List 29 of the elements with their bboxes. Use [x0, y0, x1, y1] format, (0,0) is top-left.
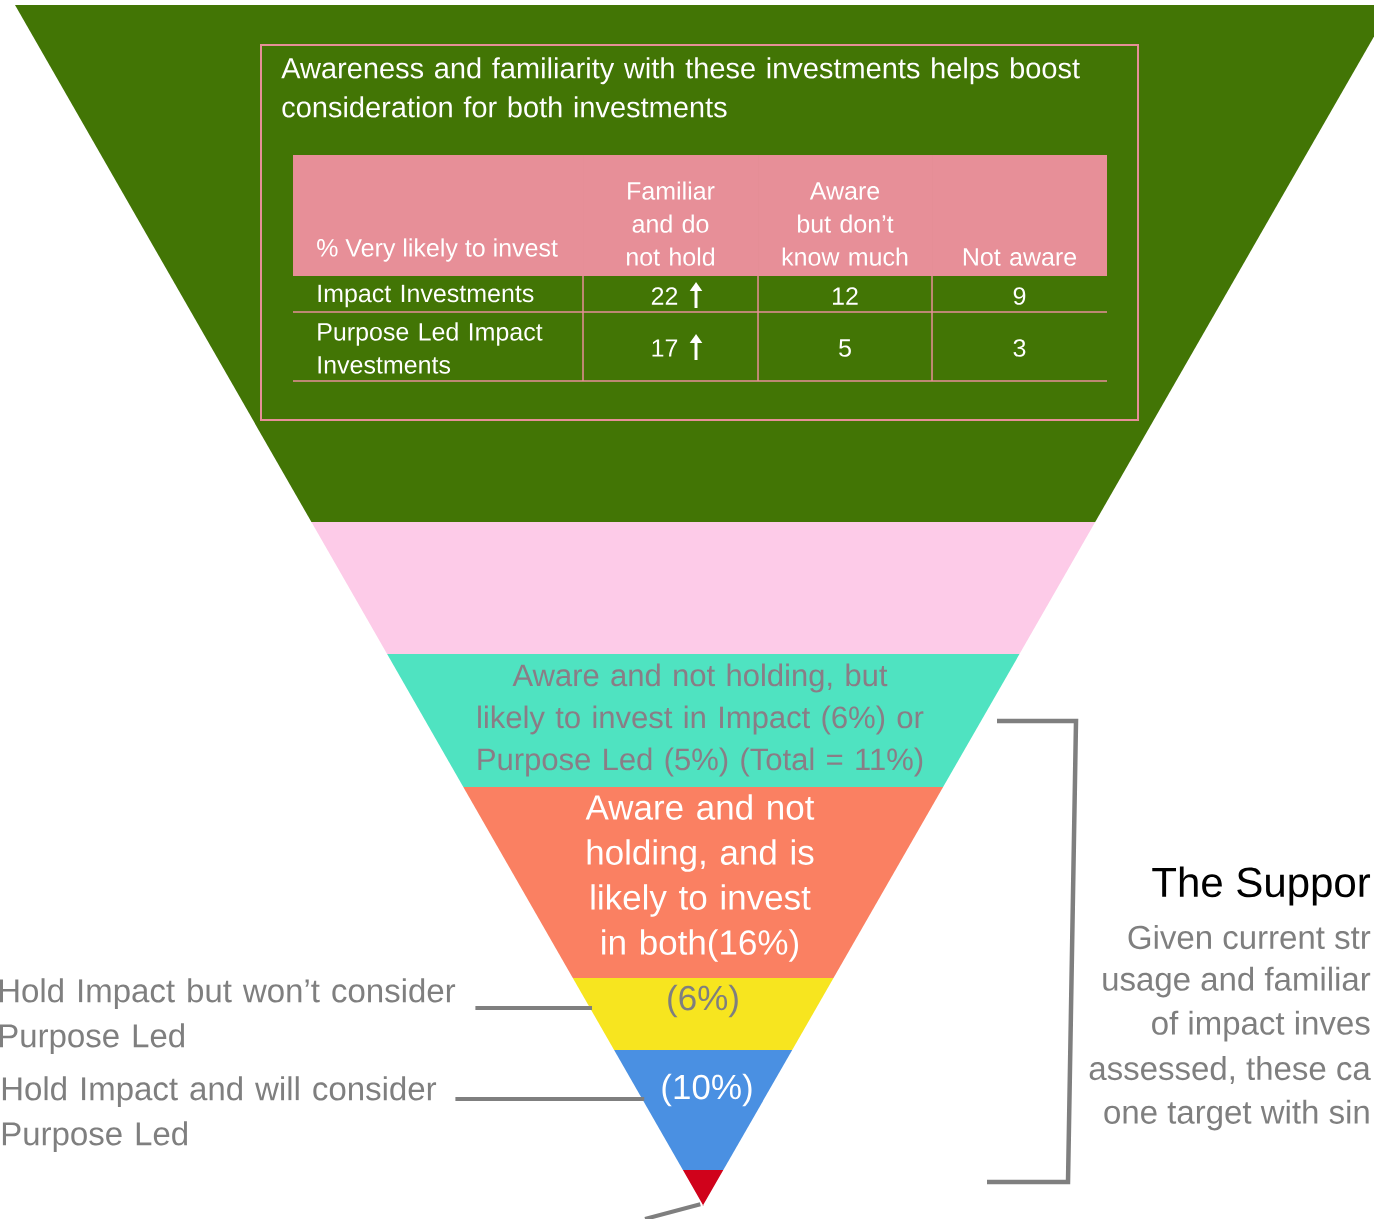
- table-cell: 22: [651, 287, 678, 305]
- funnel-band: (6%): [572, 978, 834, 1050]
- table-cell: 12: [833, 287, 858, 305]
- callout-text: Hold Impact but won’t consider Purpose Led: [0, 978, 456, 1054]
- table-cell: 3: [1013, 339, 1026, 357]
- body-text: Given current str: [1128, 924, 1371, 950]
- body-text: one target with sin: [1104, 1099, 1369, 1131]
- table-cell: 5: [839, 339, 851, 357]
- table-cell: 9: [1013, 287, 1026, 305]
- heading: The Suppor: [1152, 866, 1371, 906]
- table-header-cell: Familiar and do not hold: [583, 155, 758, 276]
- leader-line: [455, 1097, 645, 1101]
- body-text: assessed, these ca: [1089, 1055, 1371, 1085]
- body-text: usage and familiar: [1103, 966, 1371, 998]
- table-header-cell: % Very likely to invest: [293, 155, 583, 276]
- table-header-cell: Aware but don’t know much: [758, 155, 932, 276]
- funnel-band: Aware and not holding, but likely to invest in Impact (6%) or Purpose Led (5%) (Total = 11%): [387, 654, 1020, 787]
- funnel-band: Aware and not holding, and is likely to invest in both(16%): [463, 787, 944, 978]
- table-cell: 17: [652, 339, 678, 357]
- table-cell: Purpose Led Impact Investments: [318, 322, 543, 374]
- funnel-band: (10%): [614, 1050, 793, 1170]
- funnel-band: [682, 1170, 724, 1206]
- leader-line: [644, 1202, 701, 1219]
- leader-line: [475, 1006, 592, 1010]
- body-text: of impact inves: [1152, 1010, 1370, 1042]
- table-cell: Impact Investments: [318, 284, 534, 308]
- funnel-band: [311, 522, 1096, 654]
- callout-text: Hold Impact and will consider Purpose Led: [2, 1076, 437, 1152]
- table-header-cell: Not aware: [932, 155, 1107, 276]
